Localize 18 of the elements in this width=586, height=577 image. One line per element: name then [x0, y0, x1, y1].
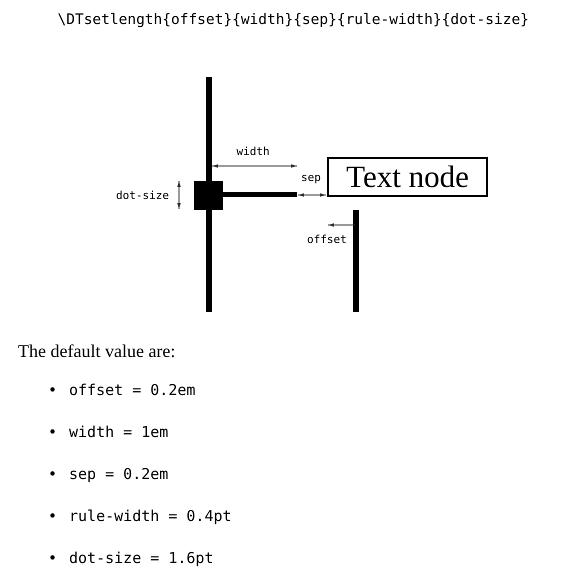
- dimension-label: sep: [301, 171, 321, 184]
- dimension-label: width: [236, 145, 270, 158]
- bullet: •: [48, 381, 58, 399]
- paragraph: The default value are:: [18, 341, 176, 362]
- bullet: •: [48, 507, 58, 525]
- bullet: •: [48, 549, 58, 567]
- bullet: •: [48, 465, 58, 483]
- node-label: Text node: [345, 158, 470, 196]
- list-item: dot-size = 1.6pt: [69, 549, 214, 567]
- list-item: sep = 0.2em: [69, 465, 168, 483]
- dimension-label: offset: [307, 233, 347, 246]
- dimension-label: dot-size: [116, 189, 169, 202]
- bullet: •: [48, 423, 58, 441]
- list-item: offset = 0.2em: [69, 381, 196, 399]
- list-item: rule-width = 0.4pt: [69, 507, 232, 525]
- list-item: width = 1em: [69, 423, 168, 441]
- text-node-box: [327, 157, 488, 197]
- title: \DTsetlength{offset}{width}{sep}{rule-width}{dot-size}: [58, 12, 529, 28]
